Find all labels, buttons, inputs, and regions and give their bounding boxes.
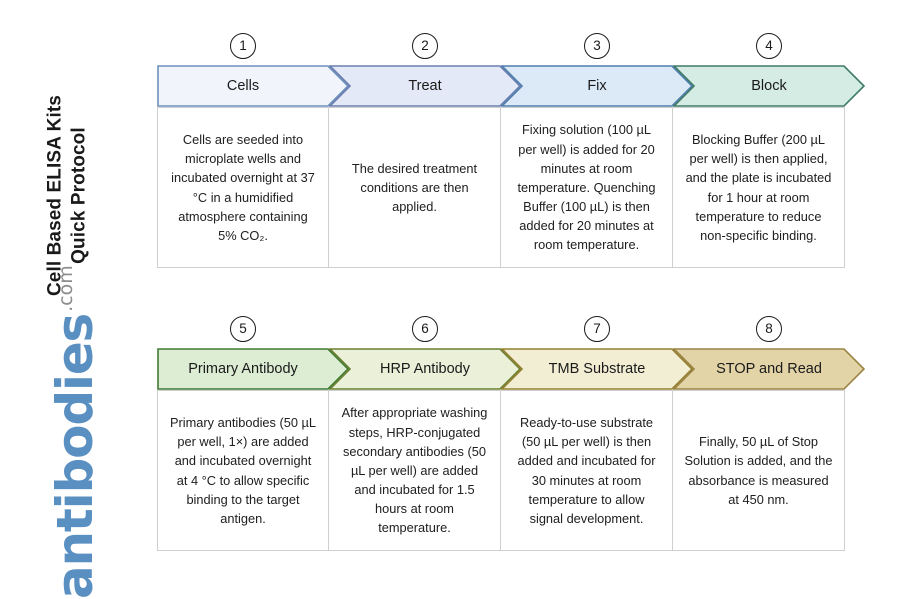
step-description-cell: Cells are seeded into microplate wells a… [157,107,329,268]
step-description-text: The desired treatment conditions are the… [351,160,478,215]
step-number-badge: 7 [584,316,610,342]
step-header-chevron[interactable]: Fix [501,65,693,107]
step-header-strip: Primary Antibody HRP Antibody TMB Substrat… [157,348,865,390]
step-description-cell: Finally, 50 µL of Stop Solution is added… [673,390,845,551]
step-label: Fix [587,78,607,94]
step-description-text: Cells are seeded into microplate wells a… [171,131,315,243]
step-label: Block [751,78,787,94]
step-label: Cells [226,78,260,94]
step-description-cell: Primary antibodies (50 µL per well, 1×) … [157,390,329,551]
step-header-chevron[interactable]: Cells [157,65,349,107]
step-number-badge: 1 [230,33,256,59]
step-description-cell: Fixing solution (100 µL per well) is add… [501,107,673,268]
brand-name: antibodies [46,313,104,599]
brand-logo: antibodies.com [46,265,104,599]
step-label: HRP Antibody [379,361,470,377]
step-description-cell: After appropriate washing steps, HRP-con… [329,390,501,551]
step-header-chevron[interactable]: Treat [329,65,521,107]
step-header-chevron[interactable]: HRP Antibody [329,348,521,390]
step-number-badge: 2 [412,33,438,59]
step-label: Treat [408,78,442,94]
step-number-badge: 6 [412,316,438,342]
step-label: STOP and Read [716,361,822,377]
step-header-chevron[interactable]: Block [673,65,865,107]
step-description-text: After appropriate washing steps, HRP-con… [341,405,488,536]
step-description-text: Blocking Buffer (200 µL per well) is the… [685,131,832,243]
step-description-cell: The desired treatment conditions are the… [329,107,501,268]
step-number-strip: 5 6 7 8 [157,316,845,348]
step-description-text: Ready-to-use substrate (50 µL per well) … [517,414,656,526]
step-header-strip: Cells Treat Fix Block [157,65,865,107]
step-number-badge: 5 [230,316,256,342]
step-description-cell: Ready-to-use substrate (50 µL per well) … [501,390,673,551]
step-header-chevron[interactable]: Primary Antibody [157,348,349,390]
step-header-chevron[interactable]: STOP and Read [673,348,865,390]
step-number-badge: 8 [756,316,782,342]
step-number-badge: 4 [756,33,782,59]
brand-tld: .com [55,265,77,312]
step-label: TMB Substrate [548,361,646,377]
step-description-text: Finally, 50 µL of Stop Solution is added… [684,434,833,507]
step-label: Primary Antibody [188,361,298,377]
step-header-chevron[interactable]: TMB Substrate [501,348,693,390]
step-description-strip: Cells are seeded into microplate wells a… [157,107,845,268]
step-description-text: Primary antibodies (50 µL per well, 1×) … [169,414,317,526]
left-rail: Cell Based ELISA Kits Quick Protocol ant… [0,0,150,599]
step-number-badge: 3 [584,33,610,59]
step-number-strip: 1 2 3 4 [157,33,845,65]
step-description-cell: Blocking Buffer (200 µL per well) is the… [673,107,845,268]
step-description-text: Fixing solution (100 µL per well) is add… [517,122,656,253]
step-description-strip: Primary antibodies (50 µL per well, 1×) … [157,390,845,551]
